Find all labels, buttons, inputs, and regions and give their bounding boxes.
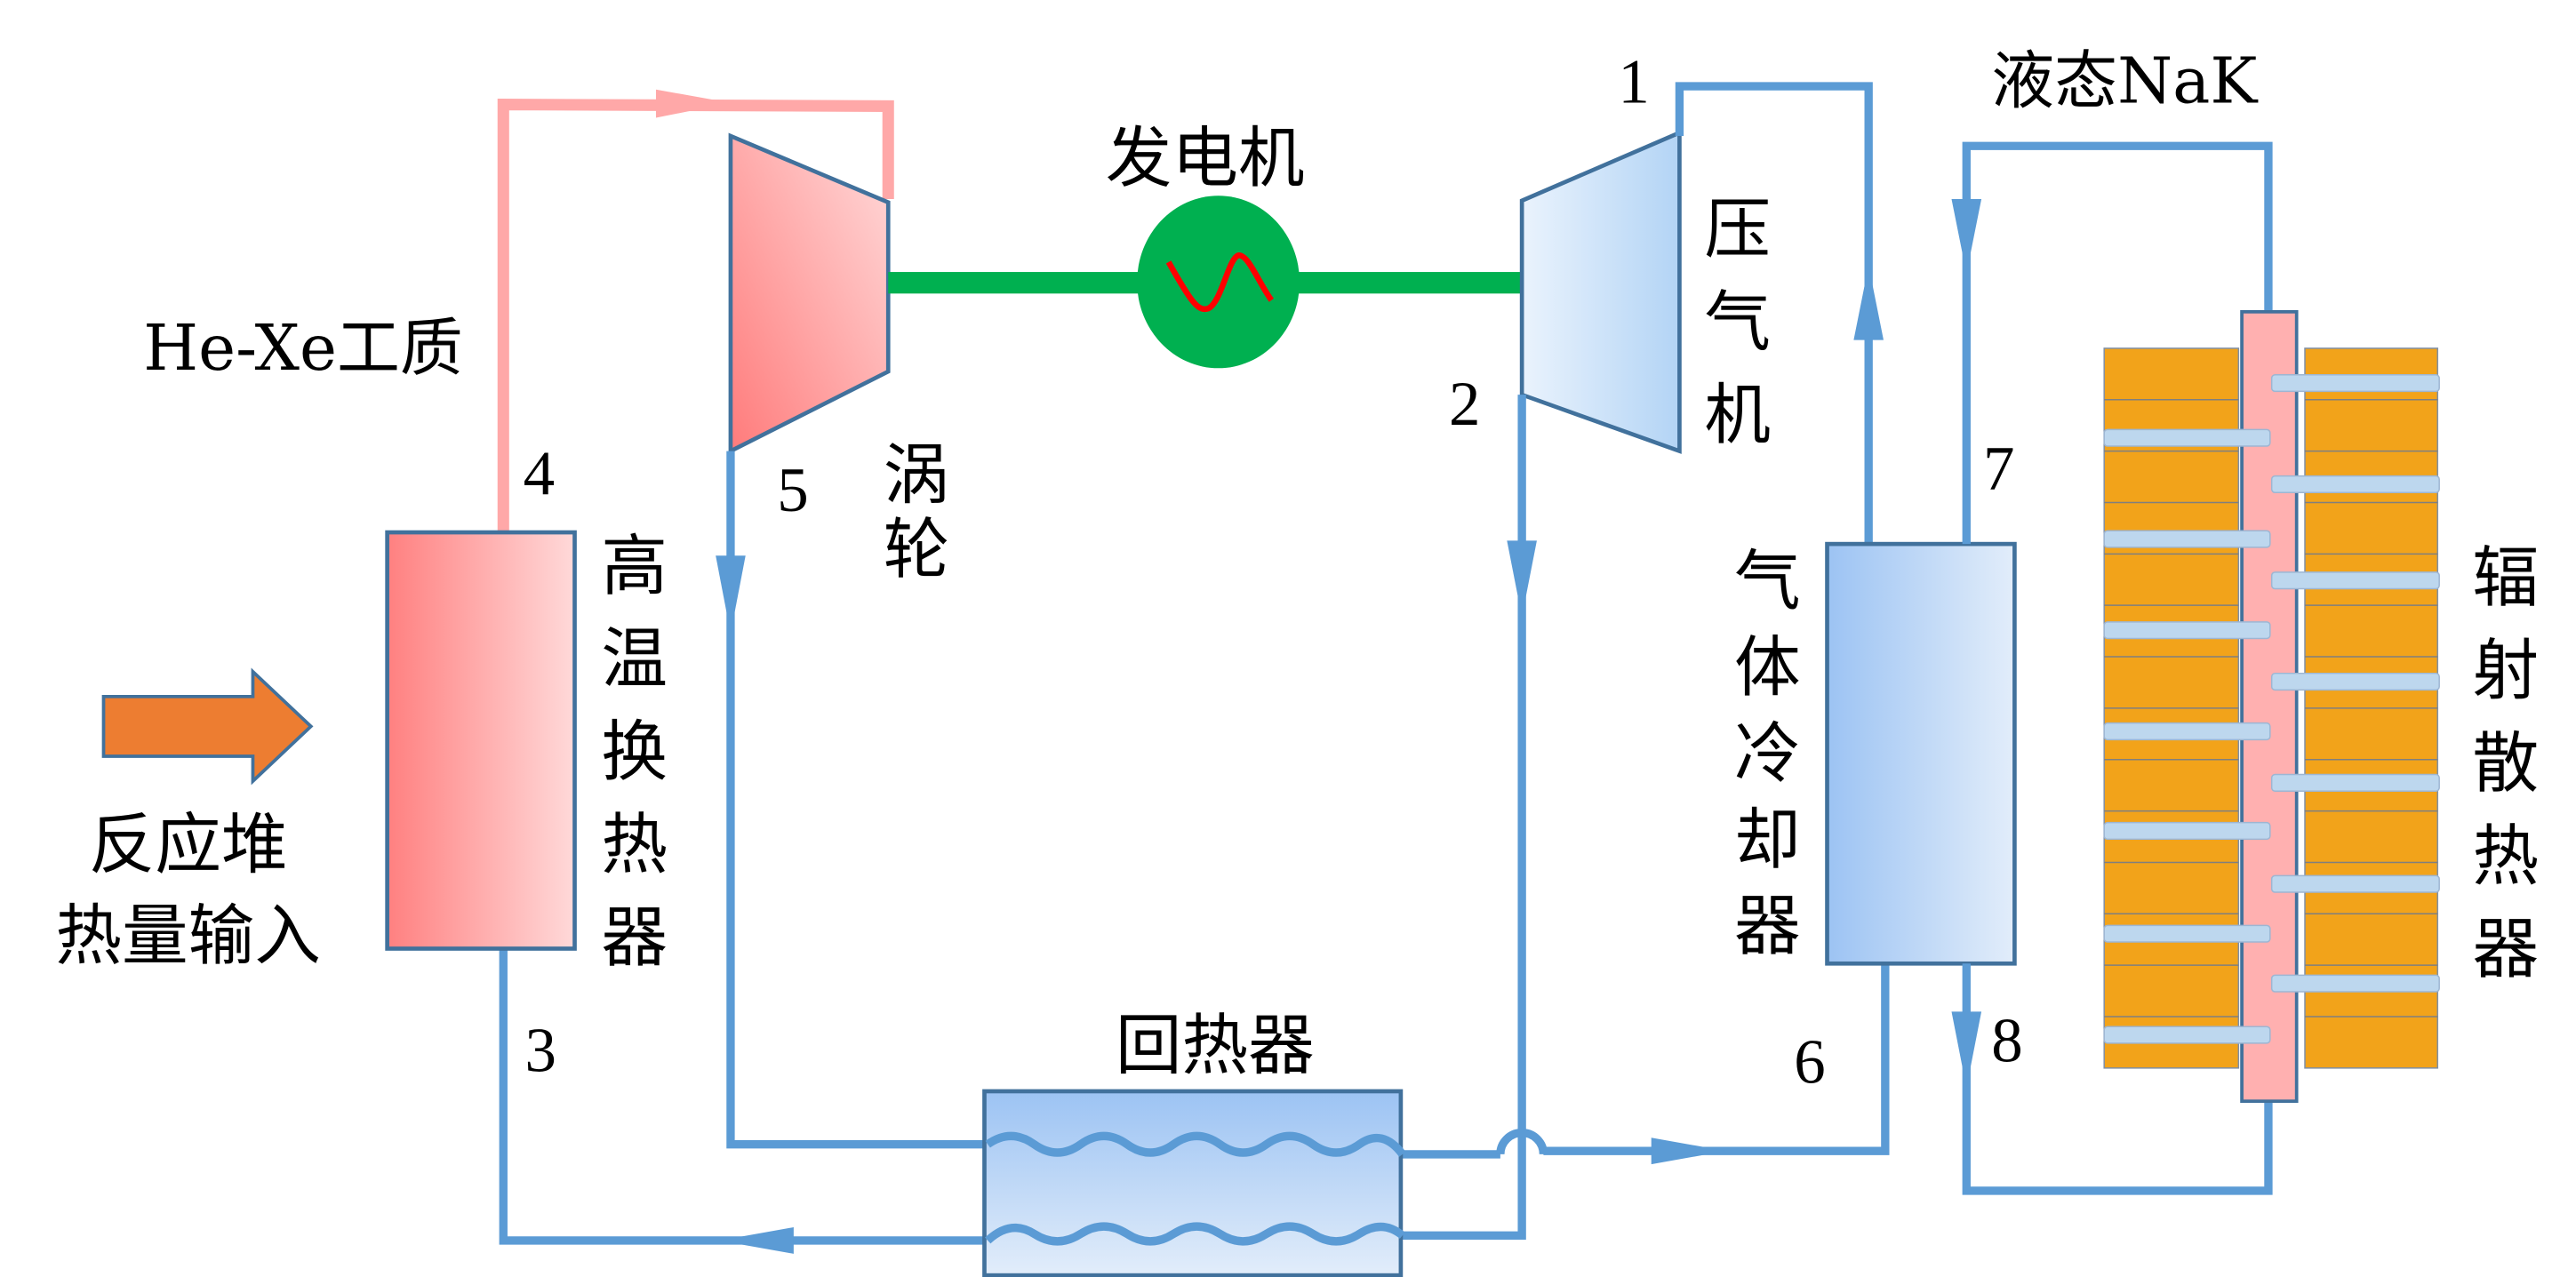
radiator-fin — [2270, 374, 2440, 393]
compressor-label-char: 机 — [1704, 377, 1771, 454]
radiator-fin — [2103, 428, 2271, 447]
working-fluid-label: He-Xe工质 — [143, 311, 462, 385]
radiator-label-char: 辐 — [2472, 539, 2539, 617]
generator-label: 发电机 — [1106, 119, 1305, 196]
high-temp-heat-exchanger-label-char: 换 — [601, 714, 668, 791]
high-temp-heat-exchanger-label-char: 器 — [601, 899, 668, 977]
radiator-fin — [2103, 924, 2271, 943]
recuperator-label: 回热器 — [1116, 1007, 1315, 1084]
state-point-3: 3 — [525, 1017, 556, 1086]
pipe-5-to-recuperator — [726, 451, 988, 1149]
gas-cooler — [1825, 541, 2017, 966]
gas-cooler-label-char: 器 — [1734, 887, 1801, 964]
recuperator — [982, 1089, 1404, 1277]
flow-arrow-down-icon — [1951, 1011, 1982, 1089]
radiator-fin — [2103, 1026, 2271, 1044]
gas-cooler-label-char: 体 — [1734, 628, 1801, 706]
turbine-label-char: 涡 — [884, 436, 950, 514]
liquid-nak-label: 液态NaK — [1991, 44, 2259, 118]
radiator-fin — [2103, 722, 2271, 741]
compressor-label-char: 压 — [1704, 191, 1771, 268]
state-point-1: 1 — [1618, 48, 1649, 117]
state-point-8: 8 — [1991, 1006, 2022, 1075]
radiator-fin — [2103, 621, 2271, 640]
recuperator-cold-coil — [985, 1222, 1405, 1246]
ac-wave-icon — [1165, 252, 1275, 313]
recuperator-hot-coil — [985, 1131, 1406, 1157]
gas-cooler-label-char: 却 — [1734, 801, 1801, 878]
flow-arrow-left-icon — [718, 1227, 794, 1254]
state-point-4: 4 — [524, 439, 555, 508]
reactor-input-label-line2: 热量输入 — [55, 898, 321, 975]
flow-arrow-right-icon — [1651, 1137, 1726, 1165]
gas-cooler-label-char: 气 — [1734, 542, 1801, 619]
radiator-fin — [2270, 475, 2440, 494]
radiator-fin — [2270, 974, 2440, 993]
state-point-2: 2 — [1449, 370, 1480, 439]
hot-pipe-4-to-turbine — [497, 89, 894, 534]
high-temp-heat-exchanger-label-char: 温 — [601, 620, 668, 698]
flow-arrow-icon — [655, 89, 731, 118]
flow-arrow-up-icon — [1853, 265, 1884, 340]
radiator-fin — [2270, 571, 2440, 590]
radiator-label-char: 器 — [2472, 911, 2539, 988]
radiator-fin — [2270, 672, 2440, 691]
generator — [1137, 196, 1300, 369]
turbine — [728, 132, 891, 455]
radiator — [2103, 309, 2440, 1104]
radiator-label-char: 散 — [2472, 725, 2539, 802]
pipe-2-to-recuperator — [1402, 395, 1526, 1241]
heat-input-arrow-icon — [101, 667, 314, 786]
high-temp-heat-exchanger — [385, 530, 577, 951]
radiator-label-char: 热 — [2472, 818, 2539, 895]
flow-arrow-down-icon — [1951, 198, 1982, 274]
radiator-label-char: 射 — [2472, 632, 2539, 709]
radiator-fin — [2270, 874, 2440, 893]
high-temp-heat-exchanger-label-char: 高 — [601, 528, 668, 605]
radiator-fin — [2103, 821, 2271, 841]
flow-arrow-down-icon — [716, 555, 746, 634]
high-temp-heat-exchanger-label-char: 热 — [601, 806, 668, 883]
turbine-label-char: 轮 — [884, 511, 950, 588]
state-point-5: 5 — [777, 456, 808, 525]
state-point-6: 6 — [1794, 1028, 1825, 1097]
state-point-7: 7 — [1983, 435, 2014, 504]
flow-arrow-down-icon — [1507, 540, 1537, 618]
compressor — [1519, 129, 1682, 454]
compressor-label-char: 气 — [1704, 283, 1771, 361]
pipe-recuperator-to-3 — [499, 948, 988, 1245]
radiator-fin — [2103, 530, 2271, 548]
gas-cooler-label-char: 冷 — [1734, 714, 1801, 792]
radiator-fin — [2270, 773, 2440, 792]
reactor-input-label-line1: 反应堆 — [89, 806, 288, 883]
